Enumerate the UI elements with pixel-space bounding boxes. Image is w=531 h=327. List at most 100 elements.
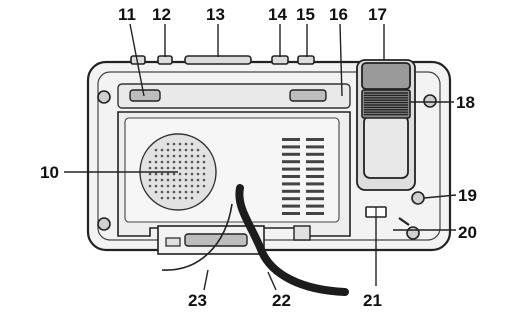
speaker-hole (196, 166, 200, 170)
thumbwheel-ridges (364, 92, 408, 116)
screw-bottom-left (97, 217, 111, 231)
ventilation-slots (282, 138, 324, 215)
speaker-hole (160, 196, 164, 200)
speaker-hole (166, 190, 170, 194)
speaker-hole (190, 154, 194, 158)
speaker-hole (184, 160, 188, 164)
vent-slot (282, 167, 300, 171)
speaker-hole (190, 148, 194, 152)
speaker-hole (202, 154, 206, 158)
cable-22 (235, 184, 349, 296)
speaker-hole (148, 172, 152, 176)
vent-slot (282, 175, 300, 178)
speaker-hole (178, 196, 182, 200)
speaker-hole (184, 154, 188, 158)
callout-11: 11 (118, 5, 136, 24)
vent-slot (306, 167, 324, 171)
callout-18: 18 (456, 93, 475, 112)
thumbwheel (361, 89, 411, 119)
speaker-hole (178, 154, 182, 158)
vent-slot (306, 145, 324, 149)
clip-top-cap (361, 62, 411, 90)
leader-lines (64, 23, 457, 291)
speaker-hole (172, 178, 176, 182)
leader-19 (423, 194, 457, 199)
speaker-hole (196, 178, 200, 182)
vent-slot (306, 212, 324, 215)
speaker-hole (166, 148, 170, 152)
callout-23: 23 (188, 291, 207, 310)
callout-16: 16 (329, 5, 348, 24)
speaker-hole (190, 178, 194, 182)
screw-top-left (97, 90, 111, 104)
callout-20: 20 (458, 223, 477, 242)
speaker-hole (160, 154, 164, 158)
vent-slot (306, 204, 324, 208)
speaker-hole (184, 184, 188, 188)
battery-clip-assembly (356, 59, 416, 191)
speaker-hole (148, 166, 152, 170)
speaker-hole (190, 190, 194, 194)
callout-22: 22 (272, 291, 291, 310)
vent-slot (306, 152, 324, 156)
speaker-hole (154, 190, 158, 194)
callout-21: 21 (363, 291, 382, 310)
button-12 (157, 55, 173, 65)
vent-slot (306, 182, 324, 186)
speaker-holes (148, 142, 206, 200)
speaker-hole (190, 184, 194, 188)
speaker-hole (160, 184, 164, 188)
speaker-hole (202, 166, 206, 170)
callout-10: 10 (40, 163, 59, 182)
speaker-hole (172, 142, 176, 146)
callout-12: 12 (152, 5, 171, 24)
speaker-hole (178, 178, 182, 182)
screw-20 (406, 226, 420, 240)
speaker-hole (202, 160, 206, 164)
vent-slot (282, 138, 300, 141)
screw-top-right (423, 94, 437, 108)
top-left-slot (129, 89, 161, 102)
speaker-hole (172, 148, 176, 152)
screw-19 (411, 191, 425, 205)
speaker-hole (178, 166, 182, 170)
speaker-hole (172, 154, 176, 158)
callout-13: 13 (206, 5, 225, 24)
speaker-hole (202, 184, 206, 188)
button-15 (297, 55, 315, 65)
vent-slot (282, 160, 300, 164)
wire-23 (161, 203, 233, 271)
leader-23 (203, 269, 209, 291)
speaker-hole (160, 148, 164, 152)
speaker-hole (154, 172, 158, 176)
vent-slot (306, 197, 324, 201)
speaker-hole (166, 160, 170, 164)
speaker-hole (160, 172, 164, 176)
speaker-hole (184, 148, 188, 152)
speaker-hole (178, 148, 182, 152)
speaker-hole (184, 196, 188, 200)
speaker-hole (184, 178, 188, 182)
speaker-hole (154, 160, 158, 164)
bracket-tab (165, 237, 181, 247)
speaker-hole (178, 172, 182, 176)
speaker-hole (202, 178, 206, 182)
clip-body (363, 115, 409, 179)
vent-slot (306, 189, 324, 193)
callout-19: 19 (458, 186, 477, 205)
speaker-hole (154, 166, 158, 170)
leader-16 (339, 23, 343, 97)
speaker-hole (196, 184, 200, 188)
button-14 (271, 55, 289, 65)
connector-block (293, 225, 311, 241)
vent-slot (282, 152, 300, 156)
speaker-hole (178, 160, 182, 164)
speaker-hole (184, 166, 188, 170)
speaker-hole (154, 148, 158, 152)
speaker-hole (160, 190, 164, 194)
speaker-hole (166, 154, 170, 158)
vent-slot (282, 197, 300, 201)
vent-slot (282, 145, 300, 149)
speaker-hole (190, 142, 194, 146)
leader-11 (129, 23, 145, 97)
